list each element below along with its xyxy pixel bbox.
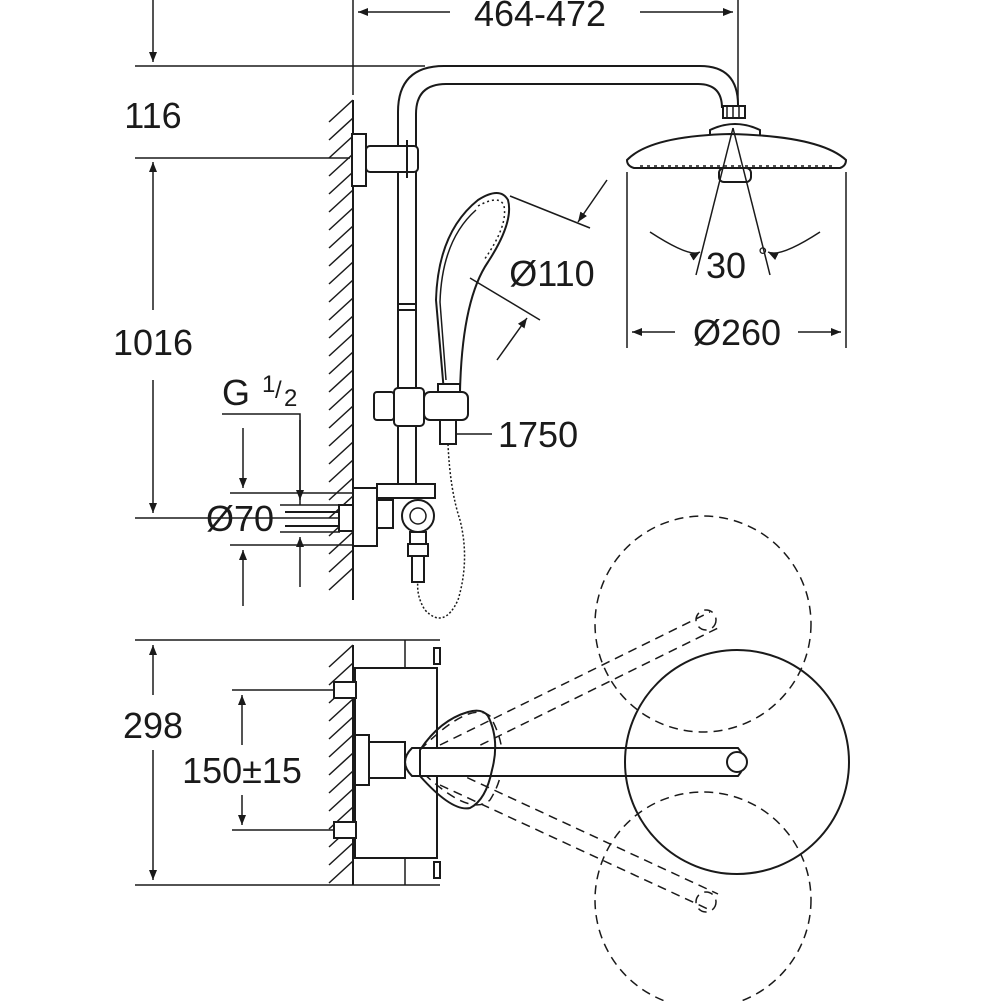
wall-hatch-line — [328, 279, 354, 303]
top-offset-dimension: 116 — [124, 0, 425, 159]
wall-hatch-line — [328, 405, 354, 429]
wall-hatch-line — [328, 171, 354, 195]
wall-hatch-line — [328, 333, 354, 357]
hand-shower — [434, 192, 511, 397]
tilt-angle-unit: ° — [758, 243, 768, 270]
shower-hose — [416, 443, 466, 619]
wall-hatch-line — [328, 531, 354, 555]
top-offset-label: 116 — [124, 95, 181, 136]
wall-hatch-line — [328, 567, 354, 591]
thread-dimension: G 1 / 2 — [222, 371, 340, 587]
wall-hatch-line — [328, 716, 354, 740]
wall-hatch-line — [328, 441, 354, 465]
tilt-angle-dimension: 30 ° — [649, 127, 821, 286]
head-shower-diameter-label: Ø260 — [693, 312, 781, 353]
wall-hatch-line — [328, 315, 354, 339]
arm-reach-label: 464-472 — [474, 0, 606, 34]
thread-numerator: 1 — [262, 371, 275, 398]
shower-arm-top-view — [404, 649, 850, 875]
thread-denominator: 2 — [284, 385, 297, 412]
wall-hatch-line — [328, 860, 354, 884]
wall-hatch-line — [328, 788, 354, 812]
tilt-angle-value: 30 — [706, 245, 746, 286]
wall-hatch-line — [328, 99, 354, 123]
thread-label: G — [222, 372, 250, 413]
wall-hatch-line — [328, 549, 354, 573]
head-shower — [625, 105, 848, 183]
wall-hatch-line — [328, 770, 354, 794]
rail-height-dimension: 1016 — [113, 162, 350, 519]
wall-hatch-line — [328, 387, 354, 411]
head-diameter-dimension: Ø260 — [626, 172, 847, 353]
rosette-dimension: Ø70 — [206, 428, 355, 606]
slider-holder — [373, 387, 469, 445]
wall-hatch-line — [328, 297, 354, 321]
mixer-height-label: 298 — [123, 705, 183, 746]
thread-slash: / — [275, 377, 282, 404]
wall-hatch-line — [328, 842, 354, 866]
wall-hatch-line — [328, 698, 354, 722]
hand-shower-diameter-dimension: Ø110 — [469, 179, 608, 361]
wall-hatch-line — [328, 135, 354, 159]
wall-hatch-line — [328, 734, 354, 758]
wall-hatch-line — [328, 351, 354, 375]
wall-hatch-line — [328, 189, 354, 213]
hand-shower-diameter-label: Ø110 — [509, 253, 594, 294]
inlet-spacing-label: 150±15 — [182, 750, 302, 791]
hose-length-label: 1750 — [498, 414, 578, 455]
wall-hatch-line — [328, 243, 354, 267]
rosette-diameter-label: Ø70 — [206, 498, 274, 539]
rotation-range-upper — [439, 515, 812, 766]
wall-hatch-line — [328, 369, 354, 393]
wall-hatch-line — [328, 261, 354, 285]
wall-hatch-line — [328, 459, 354, 483]
wall-hatch-line — [328, 477, 354, 501]
shower-riser — [351, 65, 739, 490]
rail-height-label: 1016 — [113, 322, 193, 363]
wall-hatch-line — [328, 644, 354, 668]
wall-hatch-line — [328, 752, 354, 776]
hose-length-dimension: 1750 — [456, 414, 578, 455]
rotation-range-lower — [439, 764, 812, 1001]
wall-hatch-line — [328, 423, 354, 447]
mixer-valve — [338, 483, 436, 583]
wall-hatch-line — [328, 207, 354, 231]
top-view-dimensions: 298 150±15 — [123, 639, 440, 886]
wall-hatch-line — [328, 225, 354, 249]
arm-reach-dimension: 464-472 — [352, 0, 739, 105]
wall-hatch-line — [328, 117, 354, 141]
